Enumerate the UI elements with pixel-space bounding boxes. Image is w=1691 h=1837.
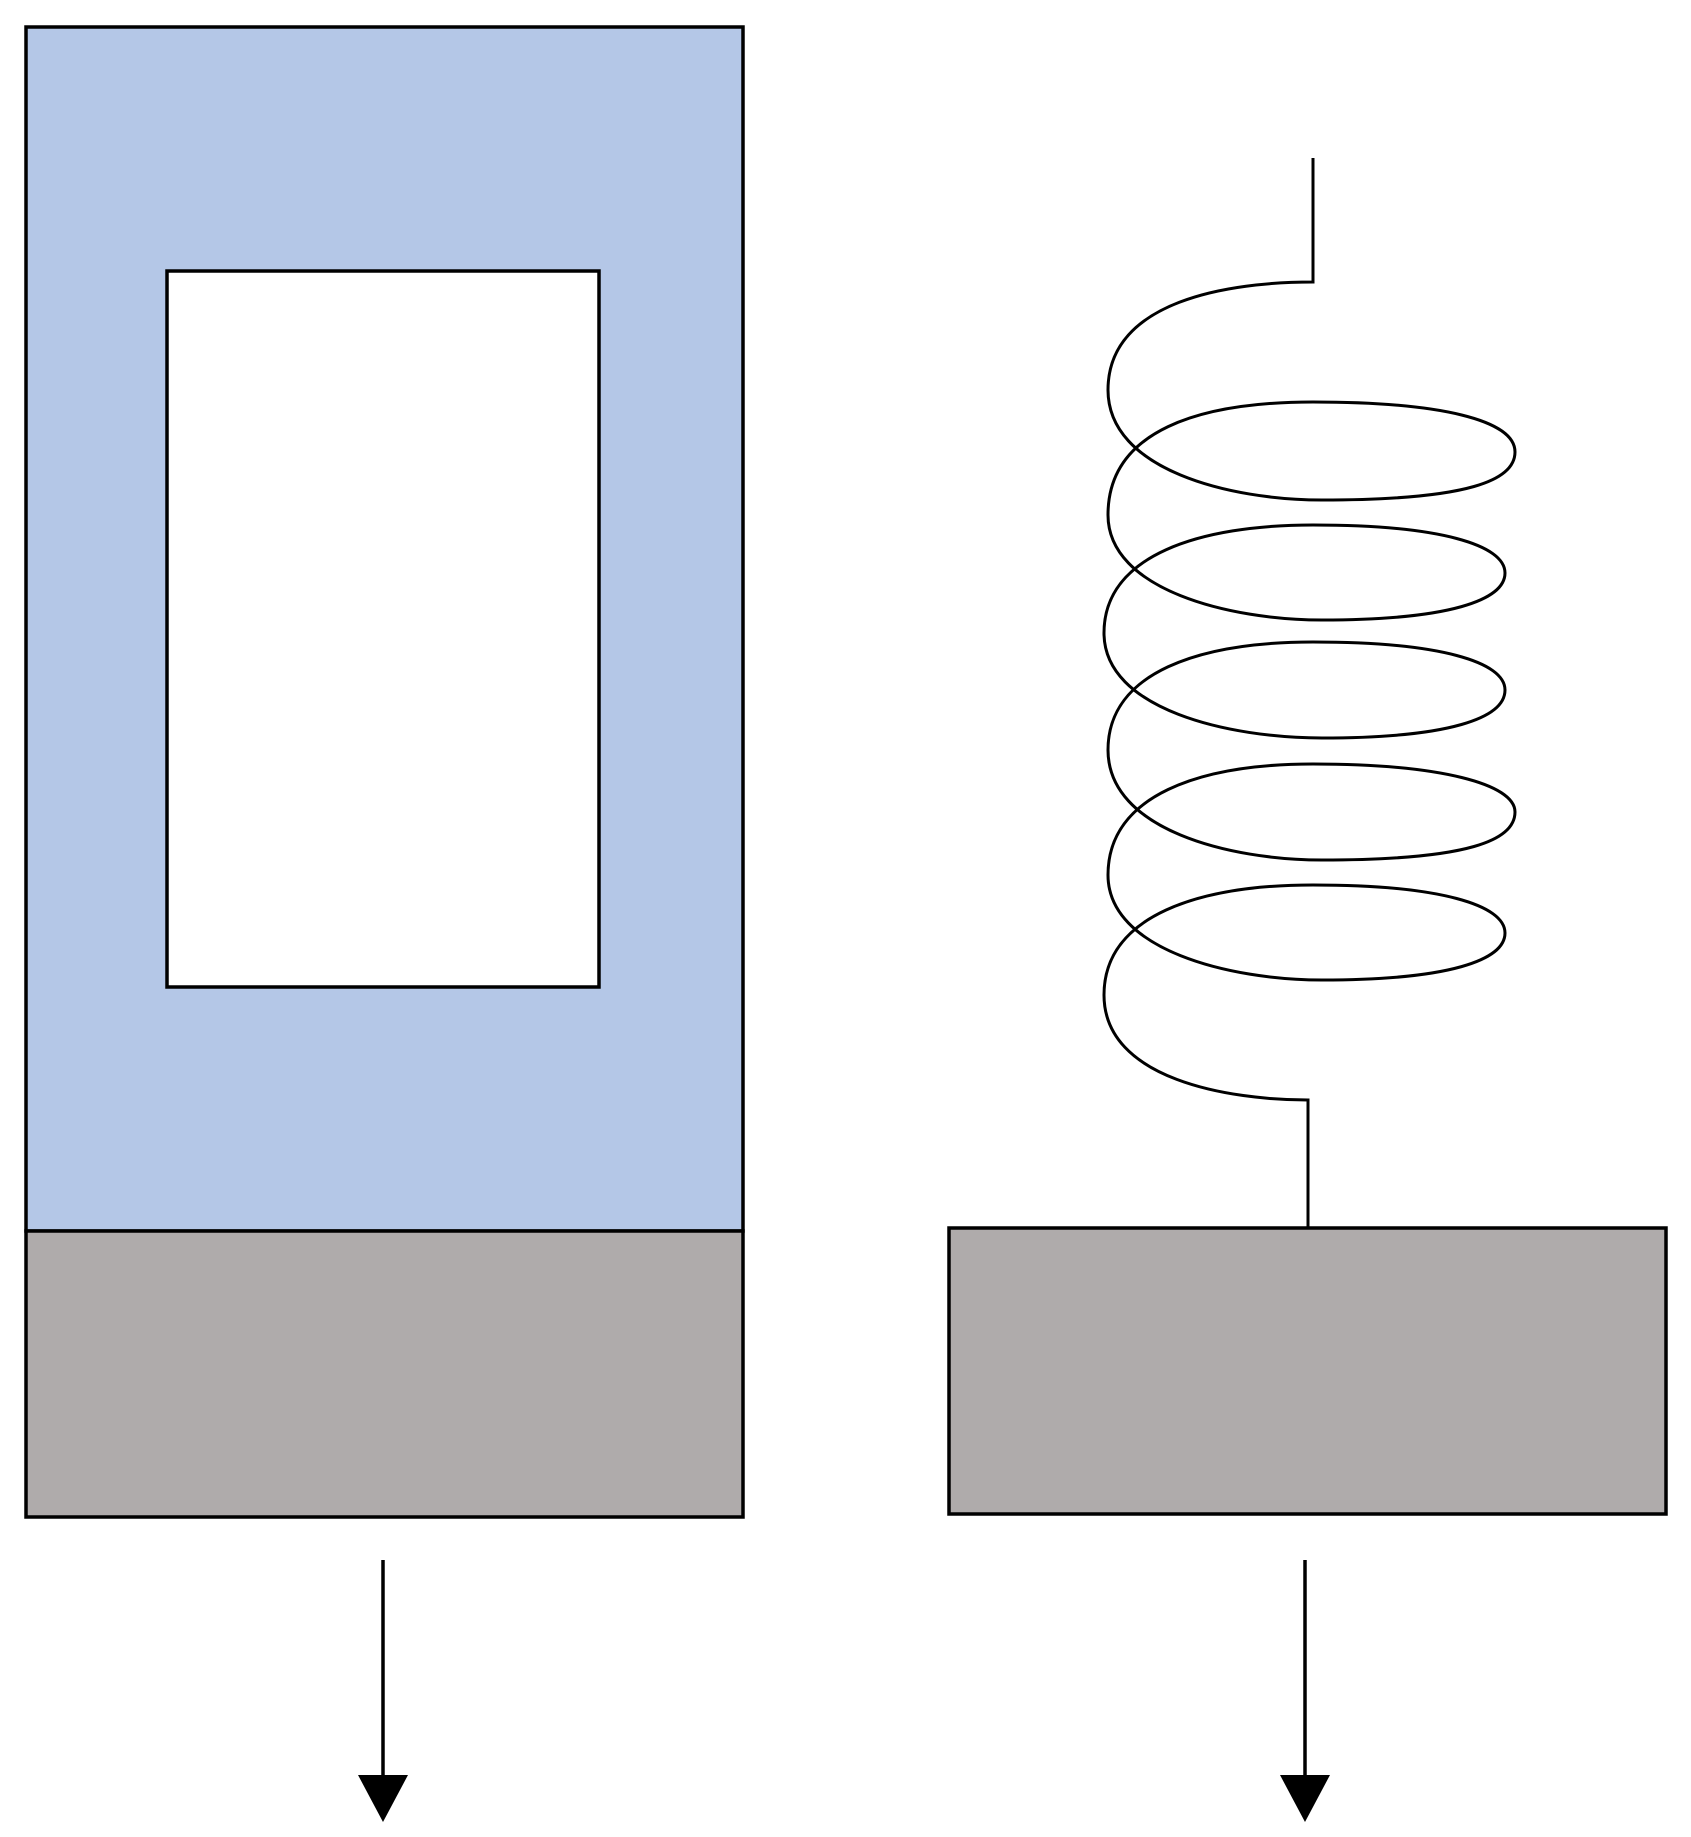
right-arrow-head: [1280, 1775, 1330, 1822]
left-down-arrow: [358, 1560, 408, 1822]
left-arrow-head: [358, 1775, 408, 1822]
coil-spring: [1102, 158, 1517, 1228]
left-mass-block: [24, 1229, 745, 1519]
inner-window: [165, 269, 601, 989]
right-down-arrow: [1280, 1560, 1330, 1822]
right-mass-block: [947, 1226, 1668, 1516]
right-system: [947, 158, 1668, 1822]
left-system: [24, 25, 745, 1822]
